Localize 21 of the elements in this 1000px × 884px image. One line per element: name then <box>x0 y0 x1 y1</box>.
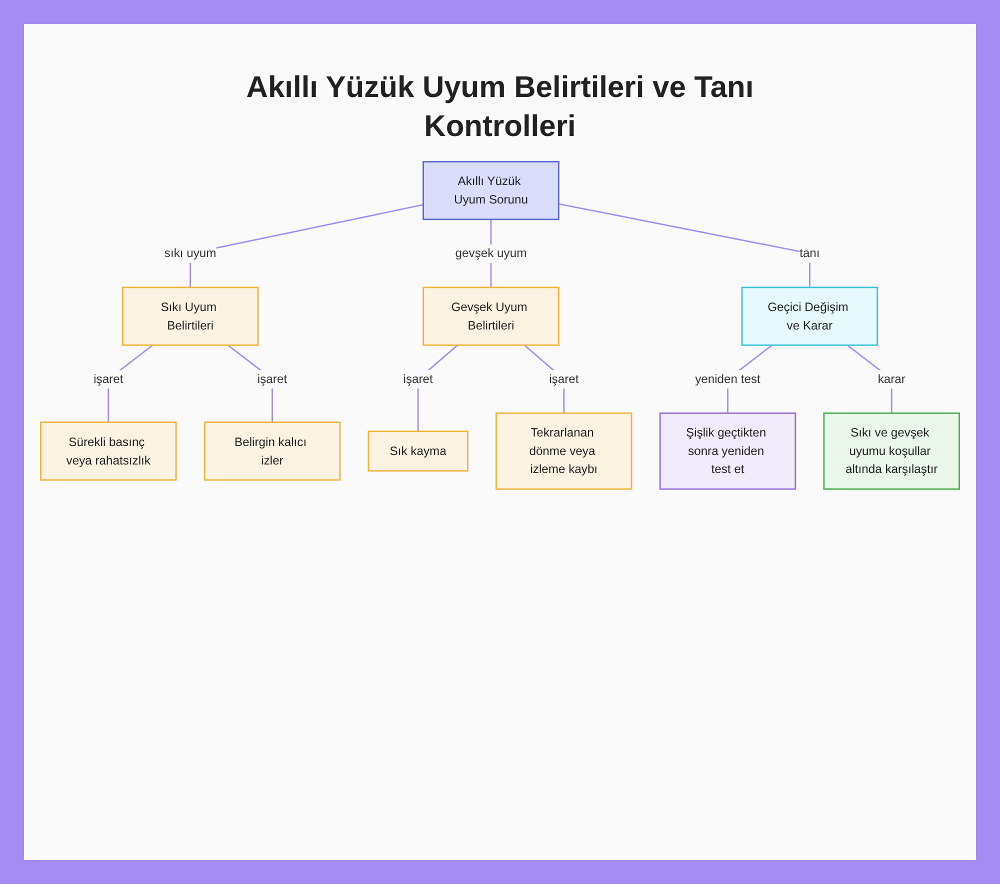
node-box: Sürekli basınç veya rahatsızlık <box>40 422 177 481</box>
edge-label: işaret <box>257 372 288 386</box>
edge-label: karar <box>878 372 906 386</box>
edge-label: tanı <box>800 246 820 260</box>
edge-label: sıkı uyum <box>164 246 216 260</box>
diagram-title: Akıllı Yüzük Uyum Belirtileri ve Tanı Kontrolleri <box>245 70 755 145</box>
edge-label: gevşek uyum <box>455 246 527 260</box>
node-box: Sıkı ve gevşek uyumu koşullar altında karşılaştır <box>823 412 960 490</box>
edge-label: işaret <box>403 372 433 386</box>
edge-label: yeniden test <box>695 372 760 386</box>
node-box: Sık kayma <box>368 430 468 472</box>
edge-label: işaret <box>94 372 124 386</box>
node-box: Akıllı Yüzük Uyum Sorunu <box>422 160 560 220</box>
node-box: Şişlik geçtikten sonra yeniden test et <box>659 412 796 490</box>
node-box: Geçici Değişim ve Karar <box>741 286 878 346</box>
edge-label: işaret <box>549 372 579 386</box>
node-box: Sıkı Uyum Belirtileri <box>122 286 259 346</box>
node-box: Tekrarlanan dönme veya izleme kaybı <box>496 412 632 490</box>
connector <box>558 203 810 288</box>
node-box: Belirgin kalıcı izler <box>204 422 341 481</box>
node-box: Gevşek Uyum Belirtileri <box>422 286 560 346</box>
